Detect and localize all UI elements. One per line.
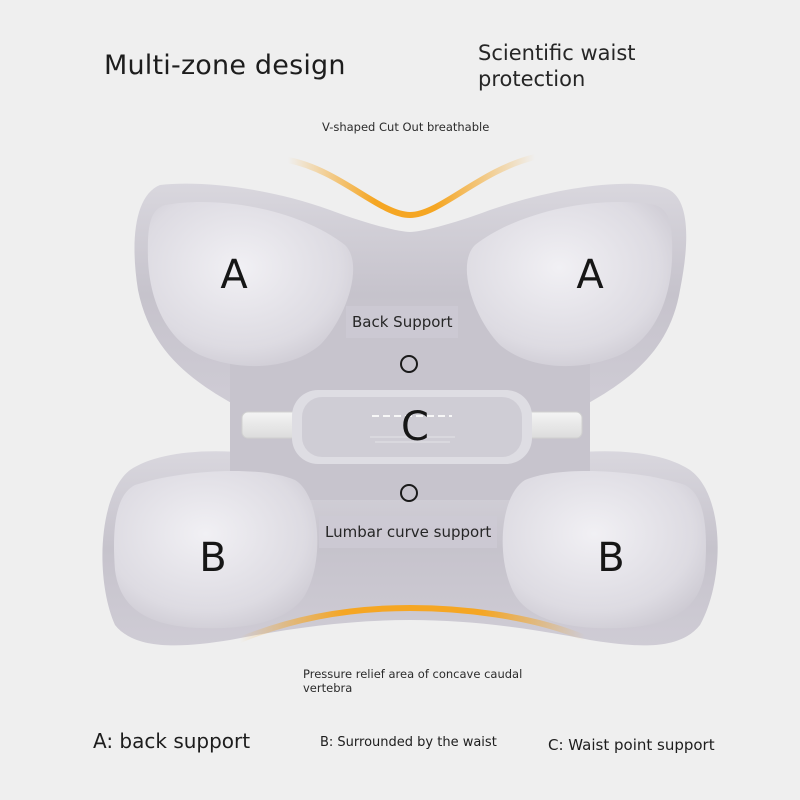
legend-b: B: Surrounded by the waist bbox=[320, 735, 497, 750]
lumbar-support-point bbox=[400, 484, 418, 502]
note-pressure-relief: Pressure relief area of concave caudal v… bbox=[303, 667, 522, 695]
zone-label-a-right: A bbox=[576, 252, 604, 298]
heading-waist-protection-line1: Scientific waist bbox=[478, 41, 636, 65]
legend-c: C: Waist point support bbox=[548, 736, 715, 754]
tag-back-support: Back Support bbox=[346, 306, 459, 338]
note-pressure-relief-line1: Pressure relief area of concave caudal bbox=[303, 667, 523, 681]
pad-a-left bbox=[147, 201, 354, 367]
legend-a: A: back support bbox=[93, 729, 251, 753]
zone-label-b-left: B bbox=[199, 535, 227, 581]
note-v-cutout: V-shaped Cut Out breathable bbox=[322, 120, 490, 134]
pad-b-left bbox=[114, 470, 318, 629]
pad-b-right bbox=[502, 470, 706, 629]
note-pressure-relief-line2: vertebra bbox=[303, 681, 353, 695]
heading-waist-protection-line2: protection bbox=[478, 67, 586, 91]
module-c-inner bbox=[302, 397, 522, 457]
zone-label-a-left: A bbox=[220, 252, 248, 298]
caudal-relief-highlight bbox=[237, 604, 588, 643]
zone-label-b-right: B bbox=[597, 535, 625, 581]
heading-waist-protection: Scientific waist protection bbox=[478, 40, 636, 92]
v-cutout-highlight bbox=[285, 154, 538, 219]
heading-multi-zone: Multi-zone design bbox=[104, 50, 346, 81]
tag-lumbar-curve-support: Lumbar curve support bbox=[319, 516, 498, 548]
back-support-point bbox=[400, 355, 418, 373]
zone-label-c: C bbox=[401, 404, 429, 450]
pad-a-right bbox=[466, 201, 673, 367]
